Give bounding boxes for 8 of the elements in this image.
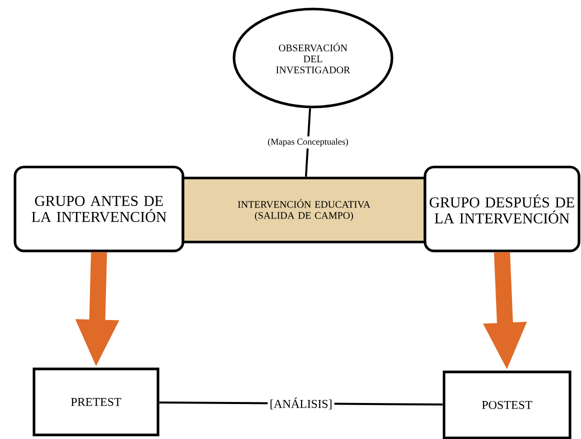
- ellipse-node: OBSERVACIÓN DEL INVESTIGADOR: [232, 8, 394, 108]
- intervention-box: INTERVENCIÓN EDUCATIVA (SALIDA DE CAMPO): [182, 176, 426, 244]
- test-box: POSTEST: [442, 370, 572, 439]
- edge-label: [ANÁLISIS]: [268, 396, 334, 412]
- group-box: GRUPO DESPUÉS DE LA INTERVENCIÓN: [424, 166, 580, 252]
- edge-label: (Mapas Conceptuales): [266, 136, 350, 149]
- group-box: GRUPO ANTES DE LA INTERVENCIÓN: [14, 166, 184, 252]
- test-box: PRETEST: [32, 368, 160, 436]
